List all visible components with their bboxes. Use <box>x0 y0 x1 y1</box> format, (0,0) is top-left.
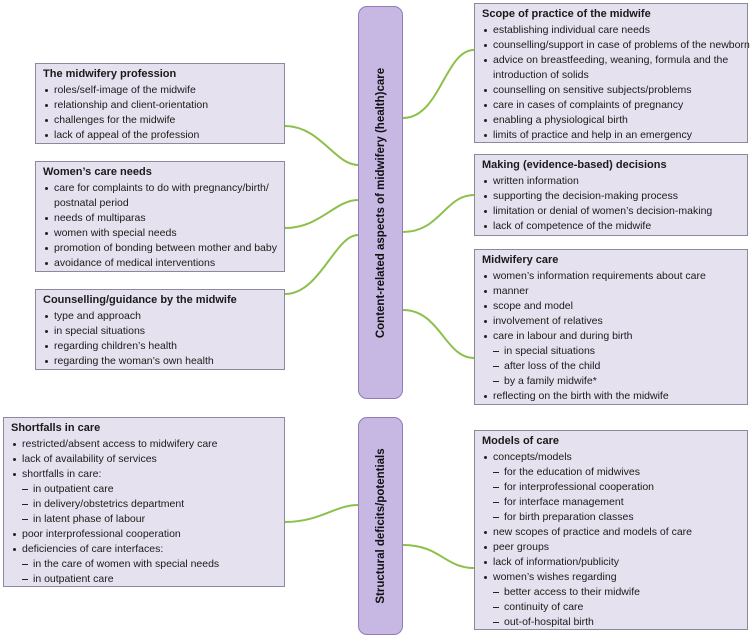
box-title: Midwifery care <box>482 254 559 266</box>
list-item: regarding children’s health <box>43 339 278 354</box>
list-item: limitation or denial of women’s decision… <box>482 204 741 219</box>
box-evidence-based-decisions: Making (evidence-based) decisions written… <box>474 154 748 236</box>
sub-item: out-of-hospital birth <box>482 615 741 630</box>
list-item: poor interprofessional cooperation <box>11 527 278 542</box>
sub-item: after loss of the child <box>482 359 741 374</box>
box-midwifery-profession: The midwifery profession roles/self-image… <box>35 63 285 144</box>
list-item: lack of appeal of the profession <box>43 128 278 143</box>
list-item: limits of practice and help in an emerge… <box>482 128 741 143</box>
list-item: women’s wishes regarding <box>482 570 741 585</box>
box-scope-of-practice: Scope of practice of the midwife establis… <box>474 3 750 143</box>
sub-item: in delivery/obstetrics department <box>11 497 278 512</box>
sub-item: continuity of care <box>482 600 741 615</box>
bullet-list: care for complaints to do with pregnancy… <box>43 181 278 271</box>
box-title: Shortfalls in care <box>11 422 101 434</box>
list-item: postnatal period <box>54 197 129 209</box>
list-item: care in cases of complaints of pregnancy <box>482 98 741 113</box>
list-item: women’s information requirements about c… <box>482 269 741 284</box>
box-midwifery-care: Midwifery care women’s information requir… <box>474 249 748 405</box>
list-item: supporting the decision-making process <box>482 189 741 204</box>
box-counselling-guidance: Counselling/guidance by the midwife type … <box>35 289 285 370</box>
list-item: shortfalls in care: <box>11 467 278 482</box>
list-item: in special situations <box>43 324 278 339</box>
list-item: lack of availability of services <box>11 452 278 467</box>
list-item: care for complaints to do with pregnancy… <box>43 181 278 196</box>
sub-item: in the care of women with special needs <box>11 557 278 572</box>
center-node-structural: Structural deficits/potentials <box>358 417 403 635</box>
box-title: Models of care <box>482 435 560 447</box>
box-title: The midwifery profession <box>43 68 177 80</box>
list-item: advice on breastfeeding, weaning, formul… <box>482 53 741 68</box>
center-node-content: Content-related aspects of midwifery (he… <box>358 6 403 399</box>
sub-item: in latent phase of labour <box>11 512 278 527</box>
center-label-content: Content-related aspects of midwifery (he… <box>374 67 387 338</box>
sub-item: for the education of midwives <box>482 465 741 480</box>
list-item: lack of competence of the midwife <box>482 219 741 234</box>
list-item: reflecting on the birth with the midwife <box>482 389 741 404</box>
box-shortfalls-in-care: Shortfalls in care restricted/absent acce… <box>3 417 285 587</box>
list-item: concepts/models <box>482 450 741 465</box>
sub-item: for interprofessional cooperation <box>482 480 741 495</box>
list-item: regarding the woman’s own health <box>43 354 278 369</box>
list-item: new scopes of practice and models of car… <box>482 525 741 540</box>
connector-midwifery-care <box>402 309 475 359</box>
list-item: scope and model <box>482 299 741 314</box>
sub-item: for birth preparation classes <box>482 510 741 525</box>
connector-scope <box>402 49 475 119</box>
sub-item: for interface management <box>482 495 741 510</box>
box-title: Making (evidence-based) decisions <box>482 159 667 171</box>
list-item: introduction of solids <box>493 69 589 81</box>
list-item: counselling/support in case of problems … <box>482 38 750 53</box>
bullet-list: women’s information requirements about c… <box>482 269 741 404</box>
list-item: lack of information/publicity <box>482 555 741 570</box>
list-item: enabling a physiological birth <box>482 113 741 128</box>
list-item: avoidance of medical interventions <box>43 256 278 271</box>
list-item: care in labour and during birth <box>482 329 741 344</box>
list-item: counselling on sensitive subjects/proble… <box>482 83 741 98</box>
sub-item: in outpatient care <box>11 572 278 587</box>
sub-item: by a family midwife* <box>482 374 741 389</box>
connector-decisions <box>402 194 475 233</box>
list-item: peer groups <box>482 540 741 555</box>
connector-needs <box>284 199 359 229</box>
connector-profession <box>284 125 359 166</box>
list-item: roles/self-image of the midwife <box>43 83 278 98</box>
center-label-structural: Structural deficits/potentials <box>374 448 387 604</box>
sub-item: better access to their midwife <box>482 585 741 600</box>
list-item: promotion of bonding between mother and … <box>43 241 278 256</box>
box-title: Scope of practice of the midwife <box>482 8 651 20</box>
sub-item: in outpatient care <box>11 482 278 497</box>
box-title: Women’s care needs <box>43 166 152 178</box>
connector-models <box>402 544 475 569</box>
list-item: type and approach <box>43 309 278 324</box>
connector-shortfalls <box>284 504 359 523</box>
list-item: challenges for the midwife <box>43 113 278 128</box>
list-item: written information <box>482 174 741 189</box>
list-item: women with special needs <box>43 226 278 241</box>
list-item: restricted/absent access to midwifery ca… <box>11 437 278 452</box>
list-item: needs of multiparas <box>43 211 278 226</box>
list-item: relationship and client-orientation <box>43 98 278 113</box>
sub-item: in special situations <box>482 344 741 359</box>
list-item: involvement of relatives <box>482 314 741 329</box>
connector-counselling <box>284 234 359 295</box>
list-item: establishing individual care needs <box>482 23 741 38</box>
list-item: manner <box>482 284 741 299</box>
bullet-list: restricted/absent access to midwifery ca… <box>11 437 278 587</box>
box-womens-care-needs: Women’s care needs care for complaints to… <box>35 161 285 272</box>
list-item: deficiencies of care interfaces: <box>11 542 278 557</box>
box-title: Counselling/guidance by the midwife <box>43 294 237 306</box>
